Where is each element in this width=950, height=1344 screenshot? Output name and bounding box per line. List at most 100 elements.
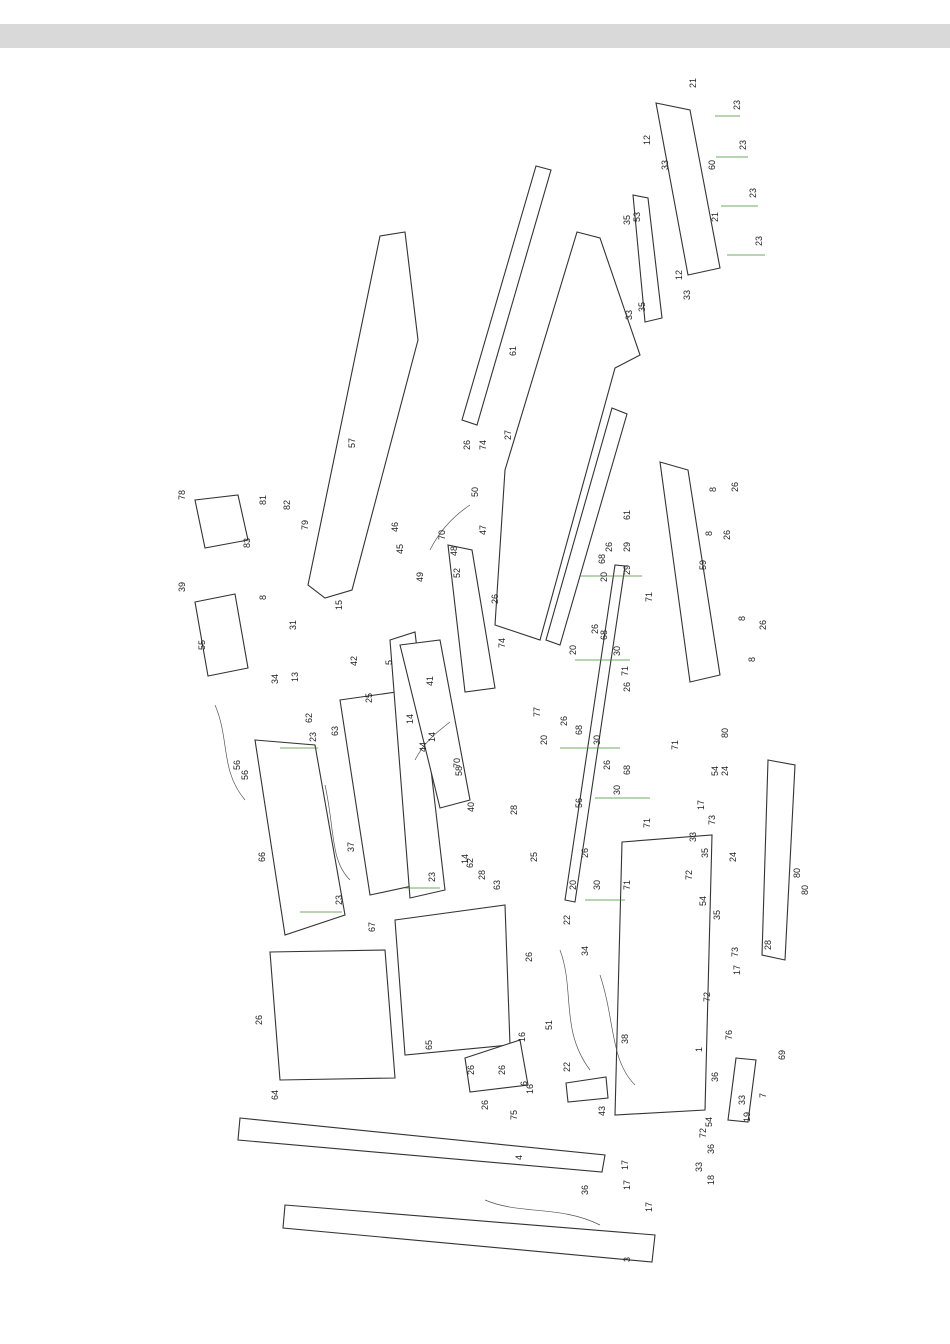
callout-label: 24 (728, 852, 738, 862)
callout-label: 8 (747, 657, 757, 662)
callout-label: 26 (730, 482, 740, 492)
callout-label: 26 (480, 1100, 490, 1110)
callout-label: 59 (698, 560, 708, 570)
callout-label: 65 (424, 1040, 434, 1050)
callout-label: 43 (597, 1106, 607, 1116)
callout-label: 26 (722, 530, 732, 540)
callout-label: 56 (574, 798, 584, 808)
bracket-43 (565, 1076, 609, 1103)
callout-label: 62 (465, 858, 475, 868)
callout-label: 54 (704, 1117, 714, 1127)
callout-label: 74 (478, 440, 488, 450)
callout-label: 26 (622, 682, 632, 692)
callout-label: 70 (452, 758, 462, 768)
incline-motor (194, 494, 249, 549)
callout-label: 52 (452, 568, 462, 578)
callout-labels: 1 3 4 5 6 7 8 8 8 8 8 12 12 13 14 14 14 … (177, 78, 810, 1262)
callout-label: 26 (604, 542, 614, 552)
callout-label: 26 (758, 620, 768, 630)
callout-label: 23 (334, 895, 344, 905)
callout-label: 72 (684, 870, 694, 880)
callout-label: 26 (466, 1065, 476, 1075)
callout-label: 26 (590, 624, 600, 634)
callout-label: 17 (696, 800, 706, 810)
callout-label: 60 (707, 160, 717, 170)
callout-label: 29 (622, 542, 632, 552)
callout-label: 33 (688, 832, 698, 842)
handrail-4 (237, 1117, 606, 1173)
upright-tube-right (399, 639, 471, 809)
rear-roller (447, 544, 496, 693)
callout-label: 61 (622, 510, 632, 520)
callout-label: 35 (712, 910, 722, 920)
callout-label: 23 (754, 236, 764, 246)
side-rail-upper (461, 165, 552, 426)
callout-label: 71 (670, 740, 680, 750)
callout-label: 18 (706, 1175, 716, 1185)
callout-label: 1 (694, 1047, 704, 1052)
callout-label: 46 (390, 522, 400, 532)
callout-label: 56 (232, 760, 242, 770)
callout-label: 20 (568, 645, 578, 655)
callout-label: 33 (624, 310, 634, 320)
callout-label: 16 (525, 1084, 535, 1094)
part-outlines (194, 102, 796, 1263)
callout-label: 22 (562, 1062, 572, 1072)
callout-label: 8 (708, 487, 718, 492)
callout-label: 71 (642, 818, 652, 828)
callout-label: 82 (282, 500, 292, 510)
callout-label: 64 (270, 1090, 280, 1100)
axle-7 (727, 1057, 757, 1123)
callout-label: 20 (539, 735, 549, 745)
upright-tube-left (389, 631, 446, 899)
guard-panel (269, 949, 396, 1081)
callout-label: 35 (700, 848, 710, 858)
callout-label: 53 (632, 212, 642, 222)
callout-label: 17 (620, 1160, 630, 1170)
callout-label: 30 (592, 735, 602, 745)
callout-label: 45 (395, 544, 405, 554)
callout-label: 33 (737, 1095, 747, 1105)
cable-37 (324, 784, 351, 881)
callout-label: 70 (437, 530, 447, 540)
callout-label: 28 (509, 805, 519, 815)
main-frame (494, 231, 641, 641)
callout-label: 58 (454, 766, 464, 776)
console-frame (394, 904, 511, 1056)
callout-label: 61 (508, 346, 518, 356)
callout-label: 34 (270, 674, 280, 684)
callout-label: 5 (384, 660, 394, 665)
callout-label: 23 (308, 732, 318, 742)
callout-label: 26 (462, 440, 472, 450)
callout-label: 33 (682, 290, 692, 300)
callout-label: 73 (730, 947, 740, 957)
callout-label: 74 (497, 638, 507, 648)
callout-label: 79 (300, 520, 310, 530)
callout-label: 42 (349, 656, 359, 666)
callout-label: 23 (732, 100, 742, 110)
callout-label: 26 (602, 760, 612, 770)
callout-label: 38 (620, 1034, 630, 1044)
callout-label: 14 (427, 732, 437, 742)
callout-label: 8 (258, 595, 268, 600)
callout-label: 78 (177, 490, 187, 500)
callout-label: 3 (622, 1257, 632, 1262)
callout-label: 36 (706, 1144, 716, 1154)
callout-label: 13 (290, 672, 300, 682)
callout-label: 44 (418, 742, 428, 752)
cable-51 (559, 949, 591, 1071)
callout-label: 34 (580, 946, 590, 956)
callout-label: 72 (702, 992, 712, 1002)
callout-label: 26 (559, 716, 569, 726)
callout-label: 66 (257, 852, 267, 862)
callout-label: 30 (592, 880, 602, 890)
callout-label: 6 (519, 1081, 529, 1086)
callout-label: 68 (597, 554, 607, 564)
callout-label: 26 (524, 952, 534, 962)
header-bar (0, 24, 950, 48)
callout-label: 41 (425, 676, 435, 686)
callout-label: 29 (622, 565, 632, 575)
motor-hood (254, 739, 346, 936)
drive-motor (194, 593, 249, 677)
